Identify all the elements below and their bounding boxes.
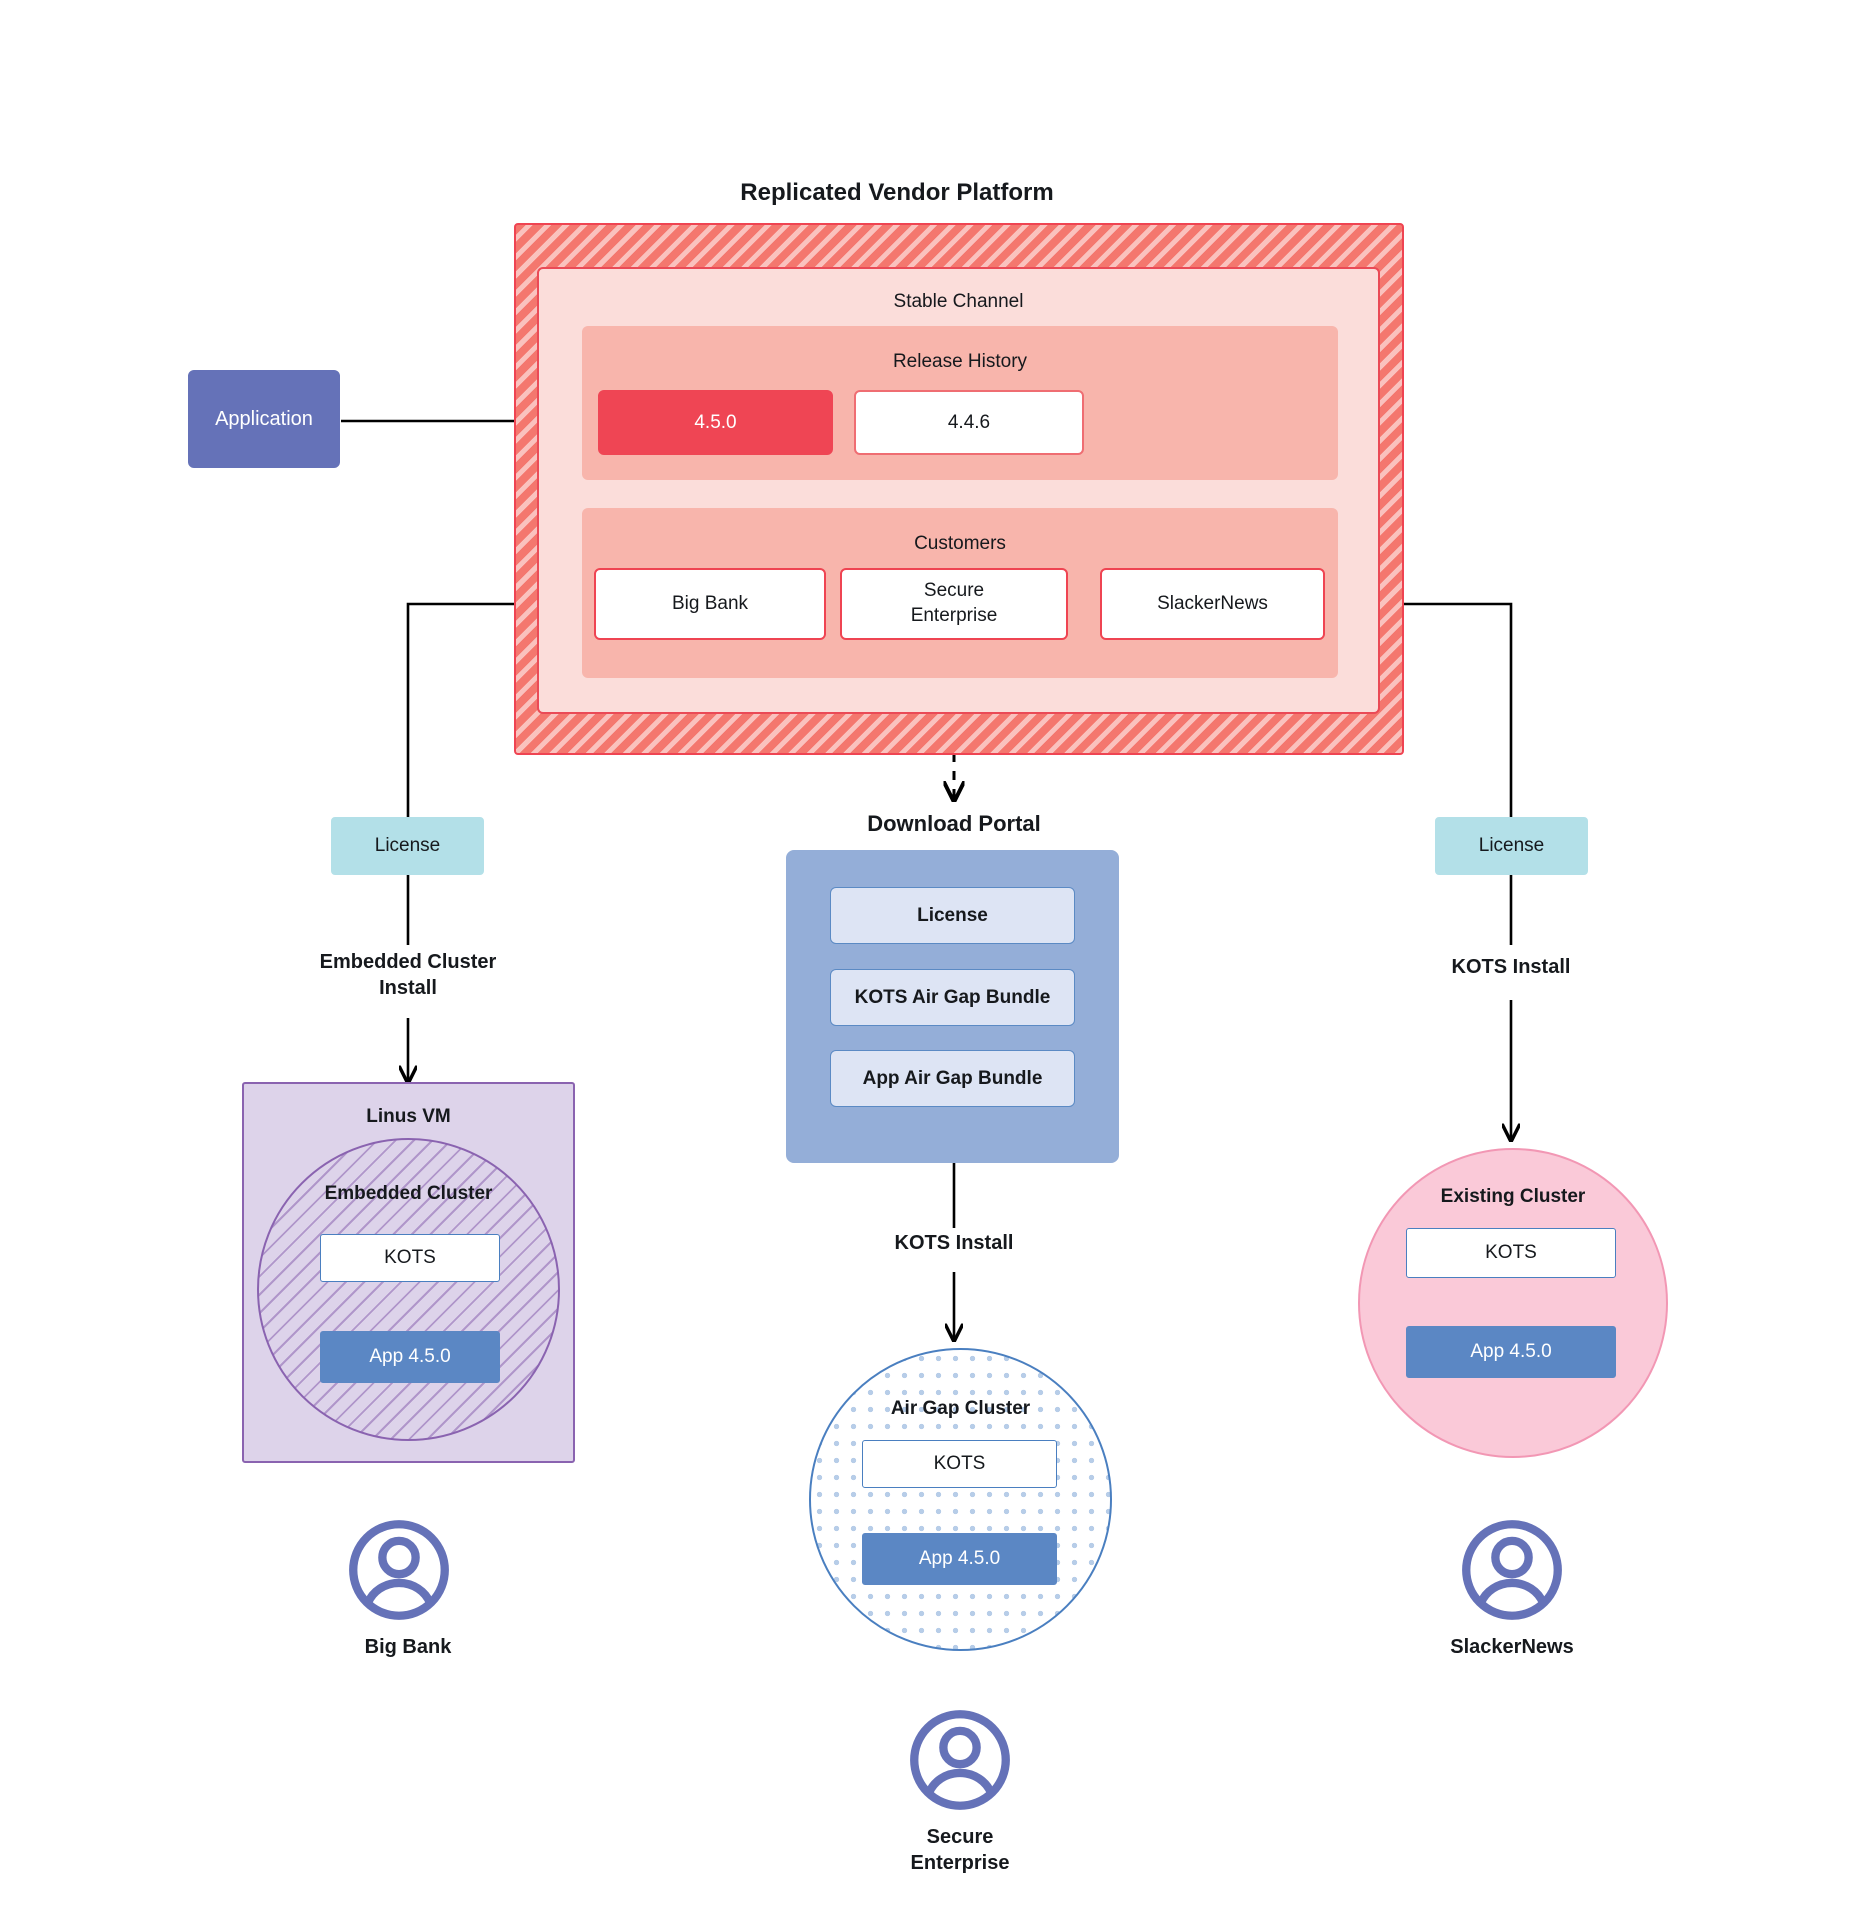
kots-install-label-middle: KOTS Install (894, 1232, 1014, 1254)
release-history-label: Release History (892, 351, 1028, 372)
kots-box-middle[interactable]: KOTS (862, 1440, 1057, 1488)
customer-card-slackernews[interactable]: SlackerNews (1100, 568, 1325, 640)
embedded-cluster-circle (257, 1138, 560, 1441)
linux-vm-label: Linus VM (366, 1106, 451, 1127)
user-avatar-icon (910, 1710, 1010, 1810)
existing-cluster-circle (1358, 1148, 1668, 1458)
release-card-current[interactable]: 4.5.0 (598, 390, 833, 455)
customer-label-slackernews: SlackerNews (1450, 1636, 1574, 1658)
kots-box-right[interactable]: KOTS (1406, 1228, 1616, 1278)
app-version-box-left[interactable]: App 4.5.0 (320, 1331, 500, 1383)
license-box-left[interactable]: License (331, 817, 484, 875)
user-avatar-icon (349, 1520, 449, 1620)
air-gap-cluster-label: Air Gap Cluster (890, 1398, 1031, 1419)
customer-card-secure-enterprise[interactable]: Secure Enterprise (840, 568, 1068, 640)
avatar-big-bank-wrap (347, 1518, 467, 1622)
app-version-box-right[interactable]: App 4.5.0 (1406, 1326, 1616, 1378)
application-box[interactable]: Application (188, 370, 340, 468)
portal-item-app-air-gap-bundle[interactable]: App Air Gap Bundle (830, 1050, 1075, 1107)
customer-label-secure-enterprise: Secure Enterprise (910, 1826, 1010, 1874)
stable-channel-label: Stable Channel (893, 291, 1024, 312)
portal-item-kots-air-gap-bundle[interactable]: KOTS Air Gap Bundle (830, 969, 1075, 1026)
air-gap-cluster-circle (809, 1348, 1112, 1651)
customers-label: Customers (914, 533, 1006, 554)
embedded-cluster-label: Embedded Cluster (324, 1183, 493, 1204)
avatar-secure-enterprise-wrap (908, 1708, 1012, 1812)
customer-label-big-bank: Big Bank (364, 1636, 452, 1658)
kots-install-label-right: KOTS Install (1451, 956, 1571, 978)
app-version-box-middle[interactable]: App 4.5.0 (862, 1533, 1057, 1585)
embedded-cluster-install-label: Embedded Cluster Install (319, 951, 497, 999)
download-portal-title: Download Portal (867, 811, 1041, 836)
avatar-slackernews-wrap (1460, 1518, 1564, 1622)
release-card-previous[interactable]: 4.4.6 (854, 390, 1084, 455)
kots-box-left[interactable]: KOTS (320, 1234, 500, 1282)
page-title: Replicated Vendor Platform (740, 179, 1054, 206)
user-avatar-icon (1462, 1520, 1562, 1620)
license-box-right[interactable]: License (1435, 817, 1588, 875)
existing-cluster-label: Existing Cluster (1440, 1186, 1586, 1207)
customer-card-big-bank[interactable]: Big Bank (594, 568, 826, 640)
portal-item-license[interactable]: License (830, 887, 1075, 944)
